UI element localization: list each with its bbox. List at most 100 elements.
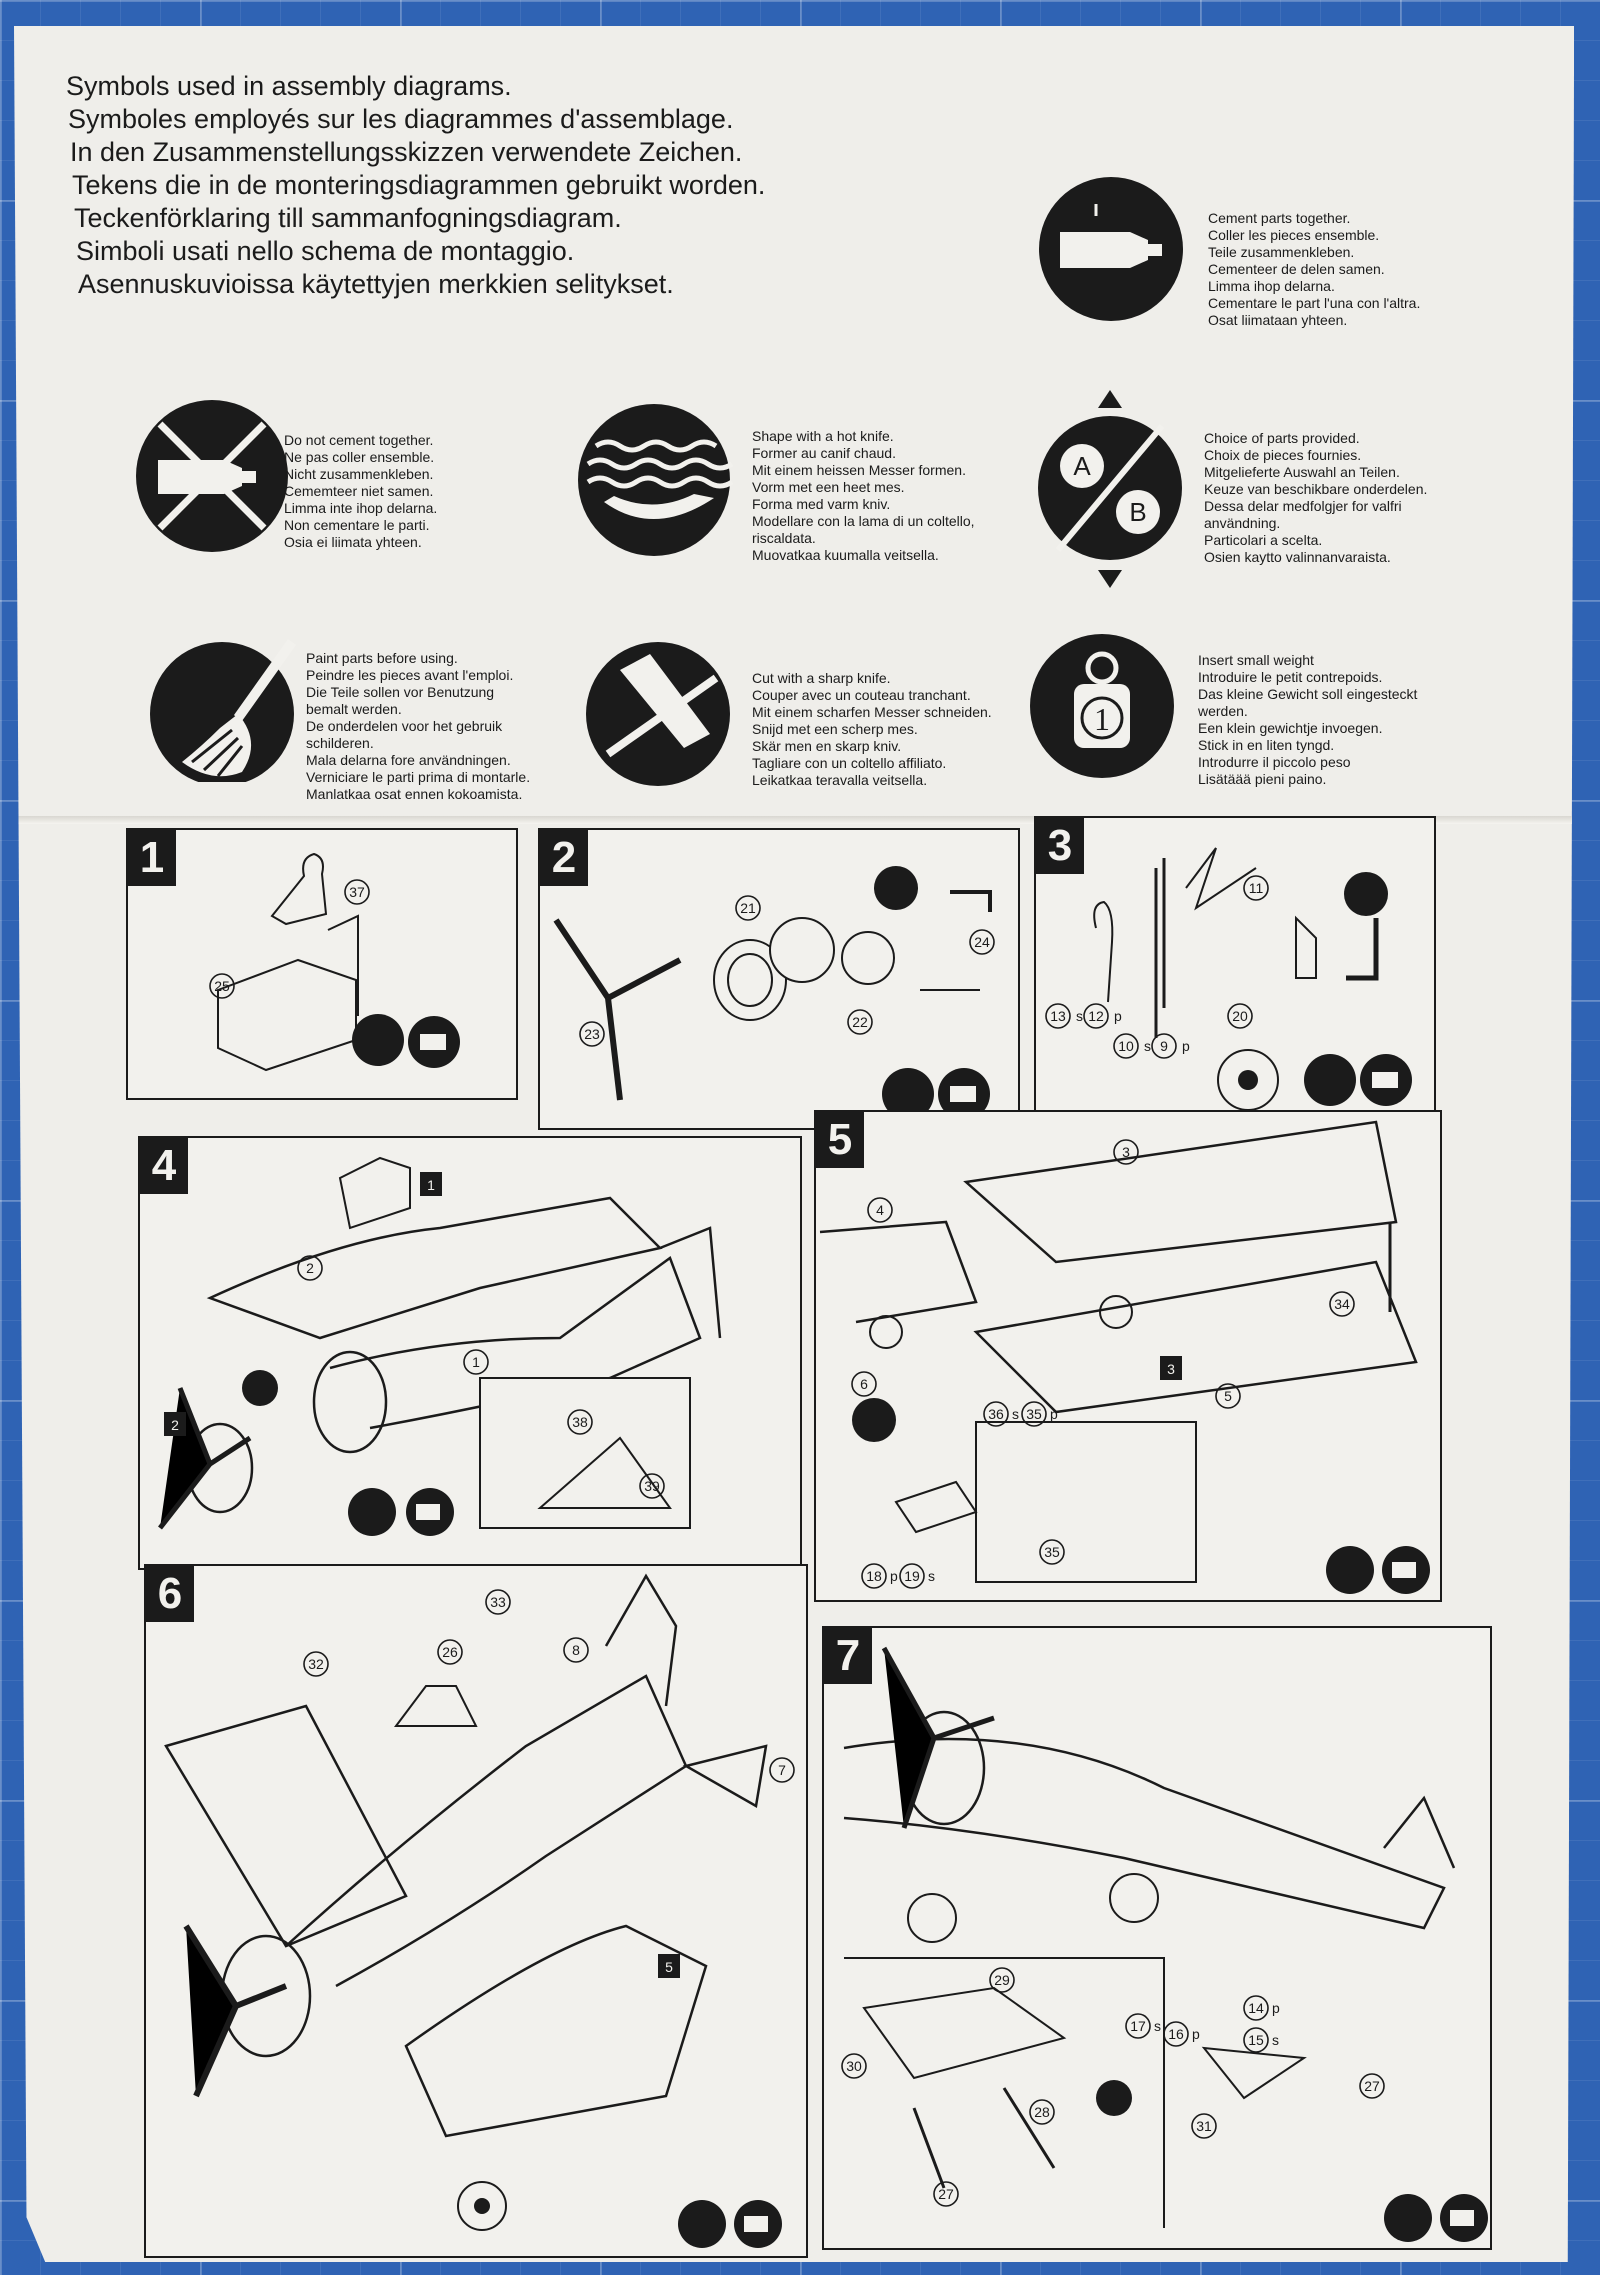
part-number: 20 xyxy=(1232,1008,1248,1024)
part-suffix: p xyxy=(1114,1008,1122,1024)
paper-fold xyxy=(14,816,1574,824)
step-panel-2: 2 21 24 22 23 xyxy=(538,828,1020,1130)
part-number: 37 xyxy=(349,884,365,900)
weight-label: 1 xyxy=(1094,701,1110,737)
part-number: 27 xyxy=(938,2186,954,2202)
part-number: 12 xyxy=(1088,1008,1104,1024)
weight-line: Lisätäää pieni paino. xyxy=(1198,771,1327,787)
choice-line: användning. xyxy=(1204,515,1281,531)
part-number: 9 xyxy=(1160,1038,1168,1054)
header-line-nl: Tekens die in de monteringsdiagrammen ge… xyxy=(72,170,766,200)
step-panel-6: 6 33 32 26 8 7 5 xyxy=(144,1564,808,2258)
part-number: 31 xyxy=(1196,2118,1212,2134)
part-suffix: p xyxy=(890,1568,898,1584)
part-number: 34 xyxy=(1334,1296,1350,1312)
paint-line: schilderen. xyxy=(306,735,374,751)
header-line-de: In den Zusammenstellungsskizzen verwende… xyxy=(70,137,743,167)
choice-line: Mitgelieferte Auswahl an Teilen. xyxy=(1204,464,1400,480)
paint-line: Manlatkaa osat ennen kokoamista. xyxy=(306,786,523,802)
choice-line: Osien kaytto valinnanvaraista. xyxy=(1204,549,1391,565)
part-number: 30 xyxy=(846,2058,862,2074)
weight-line: werden. xyxy=(1198,703,1248,719)
part-number: 32 xyxy=(308,1656,324,1672)
hot-knife-line: Vorm met een heet mes. xyxy=(752,479,905,495)
header-line-fr: Symboles employés sur les diagrammes d'a… xyxy=(68,104,734,134)
no-glue-icon xyxy=(136,400,288,552)
sharp-knife-line: Leikatkaa teravalla veitsella. xyxy=(752,772,928,788)
sharp-knife-line: Snijd met een scherp mes. xyxy=(752,721,918,737)
part-number: 7 xyxy=(778,1762,786,1778)
hot-knife-line: Former au canif chaud. xyxy=(752,445,896,461)
weight-line: Introduire le petit contrepoids. xyxy=(1198,669,1383,685)
choice-label-a: A xyxy=(1073,451,1091,481)
header-line-en: Symbols used in assembly diagrams. xyxy=(66,71,512,101)
part-number: 8 xyxy=(572,1642,580,1658)
part-number: 24 xyxy=(974,934,990,950)
sharp-knife-line: Mit einem scharfen Messer schneiden. xyxy=(752,704,992,720)
paint-line: bemalt werden. xyxy=(306,701,402,717)
sharp-knife-line: Skär men en skarp kniv. xyxy=(752,738,902,754)
cement-line: Teile zusammenkleben. xyxy=(1208,244,1355,260)
paint-line: Mala delarna fore användningen. xyxy=(306,752,511,768)
part-number: 19 xyxy=(904,1568,920,1584)
sharp-knife-line: Cut with a sharp knife. xyxy=(752,670,891,686)
symbol-choice: A B Choice of parts provided. Choix de p… xyxy=(1032,382,1562,592)
part-number: 5 xyxy=(1224,1388,1232,1404)
part-number: 27 xyxy=(1364,2078,1380,2094)
part-number: 2 xyxy=(306,1260,314,1276)
part-number: 28 xyxy=(1034,2104,1050,2120)
symbol-sharp-knife: Cut with a sharp knife. Couper avec un c… xyxy=(580,634,1040,804)
part-number: 15 xyxy=(1248,2032,1264,2048)
symbol-cement: Cement parts together. Coller les pieces… xyxy=(1036,174,1556,328)
weight-line: Een klein gewichtje invoegen. xyxy=(1198,720,1383,736)
weight-icon: 1 xyxy=(1030,634,1174,778)
no-cement-line: Osia ei liimata yhteen. xyxy=(284,534,422,550)
part-suffix: s xyxy=(1154,2018,1161,2034)
part-number: 1 xyxy=(472,1354,480,1370)
part-suffix: p xyxy=(1192,2026,1200,2042)
part-number: 16 xyxy=(1168,2026,1184,2042)
paint-line: Paint parts before using. xyxy=(306,650,458,666)
step-number: 6 xyxy=(146,1566,194,1622)
hot-knife-line: Shape with a hot knife. xyxy=(752,428,894,444)
choice-label-b: B xyxy=(1129,497,1146,527)
cement-line: Cement parts together. xyxy=(1208,210,1351,226)
part-suffix: s xyxy=(1144,1038,1151,1054)
part-number: 14 xyxy=(1248,2000,1264,2016)
part-number: 29 xyxy=(994,1972,1010,1988)
cement-line: Osat liimataan yhteen. xyxy=(1208,312,1348,328)
no-cement-line: Limma inte ihop delarna. xyxy=(284,500,438,516)
part-number: 3 xyxy=(1122,1144,1130,1160)
step-number: 2 xyxy=(540,830,588,886)
cement-line: Coller les pieces ensemble. xyxy=(1208,227,1380,243)
no-cement-line: Do not cement together. xyxy=(284,432,434,448)
step-number: 5 xyxy=(816,1112,864,1168)
step-panel-3: 3 11 13 s 12 p 10 s 9 xyxy=(1034,816,1436,1116)
step-number: 1 xyxy=(128,830,176,886)
part-suffix: p xyxy=(1050,1406,1058,1422)
paint-brush-icon xyxy=(150,639,297,782)
part-suffix: p xyxy=(1182,1038,1190,1054)
part-number: 33 xyxy=(490,1594,506,1610)
header-line-fi: Asennuskuvioissa käytettyjen merkkien se… xyxy=(78,269,674,299)
part-suffix: s xyxy=(928,1568,935,1584)
hot-knife-line: Mit einem heissen Messer formen. xyxy=(752,462,966,478)
part-number: 11 xyxy=(1249,880,1264,896)
weight-line: Insert small weight xyxy=(1198,652,1314,668)
part-number: 2 xyxy=(171,1417,179,1433)
choice-line: Particolari a scelta. xyxy=(1204,532,1323,548)
part-number: 13 xyxy=(1050,1008,1066,1024)
part-number: 38 xyxy=(572,1414,588,1430)
part-number: 35 xyxy=(1044,1544,1060,1560)
part-number: 26 xyxy=(442,1644,458,1660)
part-number: 1 xyxy=(427,1177,435,1193)
hot-knife-line: riscaldata. xyxy=(752,530,816,546)
paint-line: Verniciare le parti prima di montarle. xyxy=(306,769,531,785)
hot-knife-line: Muovatkaa kuumalla veitsella. xyxy=(752,547,939,563)
hot-knife-icon xyxy=(578,404,734,556)
paint-line: De onderdelen voor het gebruik xyxy=(306,718,503,734)
part-suffix: s xyxy=(1076,1008,1083,1024)
step-panel-4: 4 1 2 1 2 38 39 xyxy=(138,1136,802,1570)
step-number: 7 xyxy=(824,1628,872,1684)
part-number: 17 xyxy=(1130,2018,1146,2034)
